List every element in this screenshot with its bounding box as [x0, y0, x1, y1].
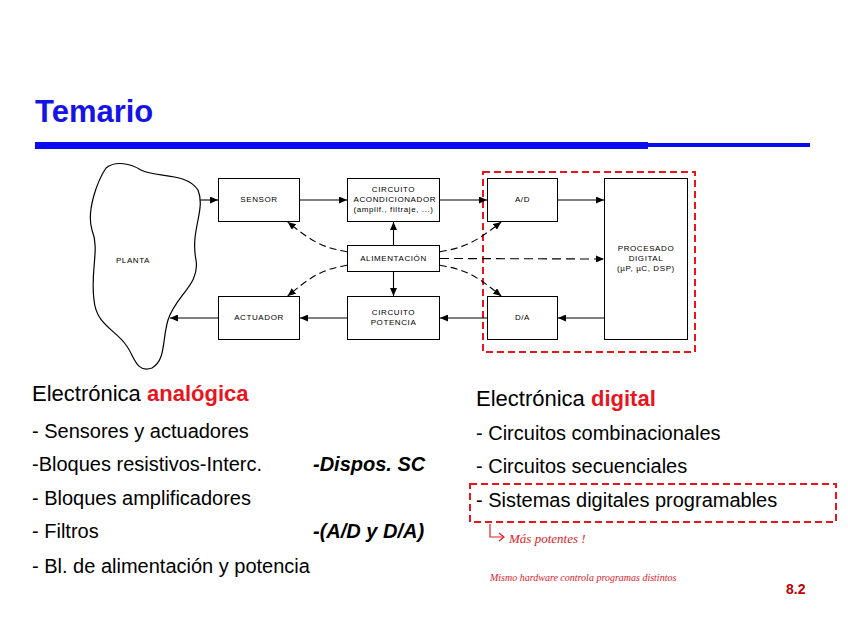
highlight-outline	[470, 484, 836, 522]
node-text: D/A	[515, 313, 530, 323]
list-note: -(A/D y D/A)	[313, 520, 424, 542]
text-line: -Dispos. SC	[313, 453, 425, 476]
text-line: -Bloques resistivos-Interc.	[32, 453, 262, 476]
node-text: ACTUADOR	[234, 313, 284, 323]
text-line: - Sensores y actuadores	[32, 420, 249, 443]
plant-shape	[86, 160, 204, 372]
process-box: A/D	[487, 178, 558, 222]
text-line: Electrónicadigital	[476, 386, 656, 412]
list-item: - Filtros	[32, 520, 99, 542]
list-item: - Bloques amplificadores	[32, 487, 251, 509]
signal-connector	[393, 272, 394, 296]
node-text: PLANTA	[100, 256, 166, 266]
text-line: Electrónicaanalógica	[32, 381, 248, 407]
list-item: -Bloques resistivos-Interc.	[32, 453, 262, 475]
node-text: A/D	[515, 195, 530, 205]
process-box: SENSOR	[218, 178, 300, 222]
list-heading-accent: analógica	[147, 381, 248, 406]
list-heading: Electrónica	[476, 386, 585, 411]
node-text: (µP, µC, DSP)	[617, 264, 675, 274]
text-line: - Circuitos combinacionales	[476, 422, 721, 445]
page-number: 8.2	[786, 581, 805, 597]
node-text: (amplif., filtraje, ...)	[353, 205, 433, 215]
supply-connector	[440, 222, 501, 252]
text-line: Mismo hardware controla programas distin…	[490, 567, 676, 585]
supply-connector	[288, 222, 347, 252]
process-box: D/A	[487, 296, 558, 340]
text-line: - Bl. de alimentación y potencia	[32, 555, 310, 578]
signal-connector	[558, 317, 604, 318]
text-line: Más potentes !	[509, 529, 586, 547]
handwritten-note: Más potentes !	[509, 531, 586, 546]
text-line: - Bloques amplificadores	[32, 487, 251, 510]
supply-connector	[440, 265, 501, 296]
node-text: ALIMENTACIÓN	[360, 254, 427, 264]
handwritten-note: Mismo hardware controla programas distin…	[490, 572, 676, 583]
text-line: 8.2	[786, 580, 805, 598]
text-line: -(A/D y D/A)	[313, 520, 424, 543]
list-note: -Dispos. SC	[313, 453, 425, 475]
title-bar-thin	[648, 143, 810, 147]
supply-connector	[440, 258, 604, 260]
node-text: PROCESADO DIGITAL	[613, 244, 679, 264]
hand-arrow-head	[499, 533, 504, 541]
list-heading-accent: digital	[591, 386, 656, 411]
title-bar	[35, 142, 648, 149]
list-heading: Electrónica	[32, 381, 141, 406]
text-line: - Sistemas digitales programables	[476, 489, 777, 512]
signal-connector	[558, 199, 604, 200]
list-item: - Sistemas digitales programables	[476, 489, 777, 511]
list-item: - Sensores y actuadores	[32, 420, 249, 442]
process-box: PROCESADO DIGITAL(µP, µC, DSP)	[604, 178, 688, 340]
list-item: - Circuitos secuenciales	[476, 455, 687, 477]
signal-connector	[200, 199, 218, 200]
text-line: - Circuitos secuenciales	[476, 455, 687, 478]
process-box: CIRCUITO ACONDICIONADOR(amplif., filtraj…	[347, 178, 440, 222]
signal-connector	[300, 199, 347, 200]
node-text: SENSOR	[240, 195, 277, 205]
plant-outline: PLANTA	[86, 160, 204, 372]
text-line: - Filtros	[32, 520, 99, 543]
supply-connector	[288, 265, 347, 296]
process-box: ALIMENTACIÓN	[347, 245, 440, 272]
process-box: CIRCUITO POTENCIA	[347, 296, 440, 340]
node-text: CIRCUITO ACONDICIONADOR	[354, 185, 434, 205]
signal-connector	[440, 317, 487, 318]
node-text: CIRCUITO POTENCIA	[361, 308, 427, 328]
process-box: ACTUADOR	[218, 296, 300, 340]
signal-connector	[440, 199, 487, 200]
slide-title: Temario	[35, 94, 153, 130]
list-item: - Bl. de alimentación y potencia	[32, 555, 310, 577]
signal-connector	[300, 317, 347, 318]
digital-region-outline	[483, 172, 695, 352]
signal-connector	[393, 222, 394, 245]
list-item: - Circuitos combinacionales	[476, 422, 721, 444]
plant-shape-outline	[90, 164, 200, 370]
signal-connector	[170, 317, 218, 318]
